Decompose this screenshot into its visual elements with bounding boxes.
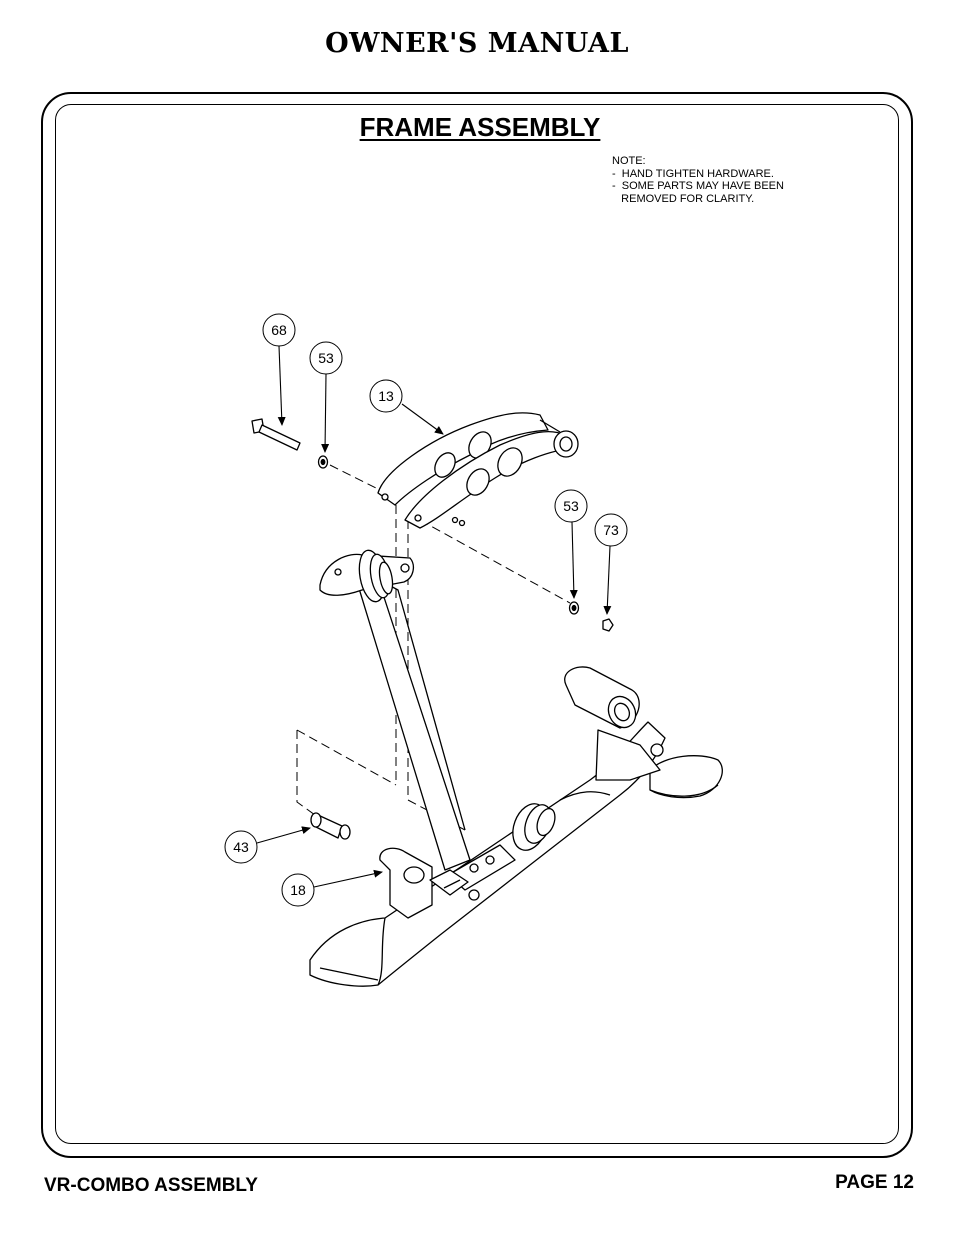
manual-title: OWNER'S MANUAL — [325, 28, 629, 59]
nut-part-73 — [602, 618, 614, 632]
note-line-2: - SOME PARTS MAY HAVE BEEN — [612, 180, 784, 192]
bracket-part-18 — [379, 847, 469, 919]
callout-53-right: 53 — [554, 489, 588, 523]
svg-text:73: 73 — [603, 522, 619, 538]
callout-13: 13 — [369, 379, 403, 413]
svg-text:53: 53 — [318, 350, 334, 366]
svg-text:43: 43 — [233, 839, 249, 855]
svg-text:68: 68 — [271, 322, 287, 338]
note-heading: NOTE: — [612, 155, 646, 167]
footer-assembly-name: VR-COMBO ASSEMBLY — [44, 1175, 258, 1196]
note-line-3: REMOVED FOR CLARITY. — [612, 192, 755, 205]
svg-text:18: 18 — [290, 882, 306, 898]
callout-53-top: 53 — [309, 341, 343, 375]
footer-page-number: PAGE 12 — [835, 1172, 914, 1193]
svg-text:53: 53 — [563, 498, 579, 514]
base-frame-part-18 — [309, 666, 723, 987]
section-title: FRAME ASSEMBLY — [359, 112, 601, 142]
leader-arrows — [256, 345, 612, 888]
outer-border — [41, 92, 913, 1158]
note-line-1: - HAND TIGHTEN HARDWARE. — [612, 167, 774, 180]
svg-text:13: 13 — [378, 388, 394, 404]
spacer-part-43 — [310, 812, 351, 840]
assembly-note: NOTE: - HAND TIGHTEN HARDWARE. - SOME PA… — [612, 155, 784, 205]
callout-68: 68 — [262, 313, 296, 347]
callout-73: 73 — [594, 513, 628, 547]
callout-43: 43 — [224, 830, 258, 864]
upright-post — [319, 549, 471, 871]
part-callouts: 68 53 13 53 73 43 18 — [224, 313, 628, 907]
inner-border — [55, 104, 899, 1144]
callout-18: 18 — [281, 873, 315, 907]
bolt-part-68 — [251, 418, 301, 451]
arm-part-13 — [377, 412, 579, 529]
